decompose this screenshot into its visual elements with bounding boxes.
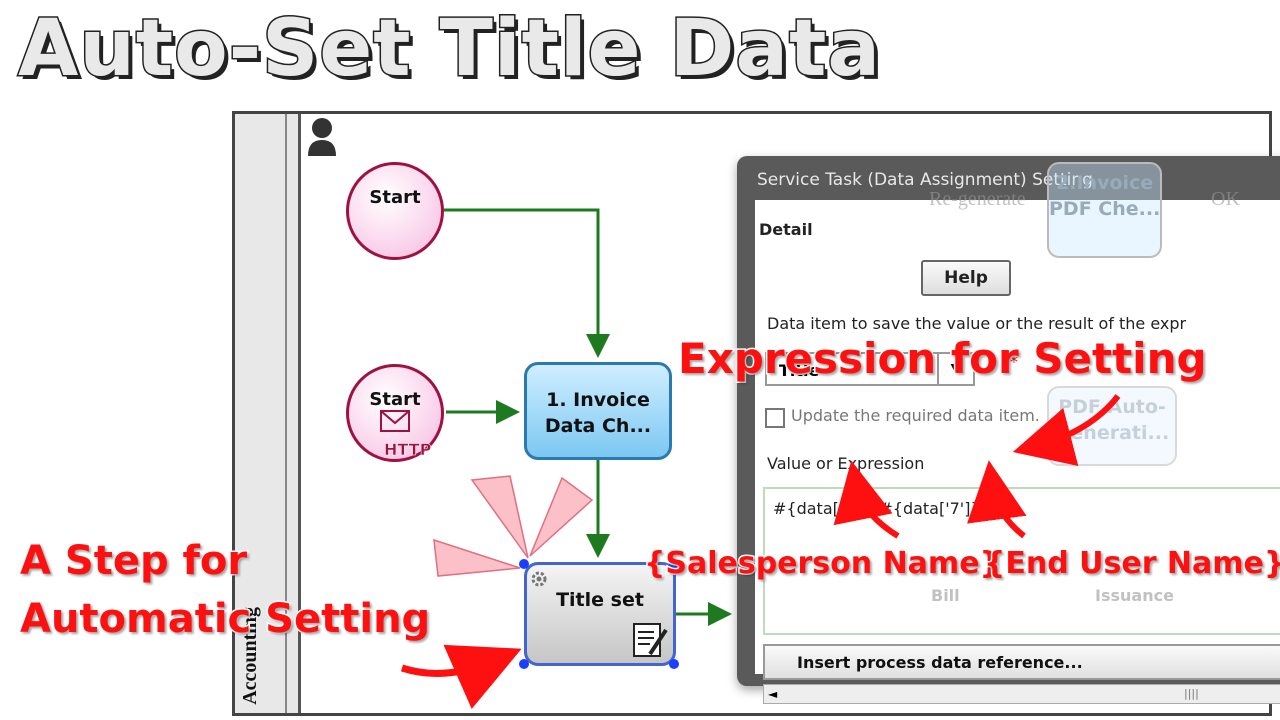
task1-line1: 1. Invoice [546, 389, 650, 411]
scroll-grip[interactable]: |||| [1184, 687, 1199, 700]
help-button[interactable]: Help [921, 260, 1011, 296]
http-label: HTTP [384, 440, 432, 460]
ghost-regenerate: Re-generate [929, 188, 1026, 210]
arrow-to-step [400, 644, 522, 709]
data-item-label: Data item to save the value or the resul… [767, 314, 1187, 333]
task2-label: Title set [556, 589, 644, 611]
arrow-to-end-user [967, 460, 1027, 539]
ghost-invoice2-line1: 2.Invoice [1056, 172, 1154, 194]
swimlane-header: Accounting [235, 114, 301, 713]
expression-annotation: Expression for Setting [677, 333, 1209, 385]
invoice-data-check-task[interactable]: 1. Invoice Data Ch... [524, 362, 672, 460]
envelope-icon [380, 410, 410, 432]
ghost-invoice2-line2: PDF Che... [1049, 198, 1161, 220]
page-headline: Auto-Set Title Data [17, 3, 882, 96]
flow-start1-to-task1 [444, 208, 610, 358]
required-mark: * [1010, 352, 1018, 371]
attention-rays [433, 475, 594, 577]
selection-handle-br[interactable] [669, 659, 679, 669]
gear-icon [531, 571, 547, 587]
task1-line2: Data Ch... [544, 415, 652, 437]
ghost-issuance: Issuance [1095, 586, 1174, 605]
user-icon [308, 118, 336, 156]
horizontal-scrollbar[interactable]: ◄ |||| [763, 684, 1280, 704]
step-annotation-line2: Automatic Setting [18, 595, 431, 644]
salesperson-annotation: {Salesperson Name} [643, 545, 1003, 583]
arrow-to-expression [1012, 394, 1121, 466]
edit-document-icon [633, 623, 668, 657]
http-start-event[interactable]: Start [346, 364, 444, 462]
dialog-title: Service Task (Data Assignment) Setting [757, 170, 1093, 190]
ghost-ok: OK [1211, 188, 1240, 210]
selection-handle-bl[interactable] [519, 659, 529, 669]
start-event-label: Start [369, 187, 421, 208]
selection-handle-tr[interactable] [669, 559, 679, 569]
insert-process-data-button[interactable]: Insert process data reference... [763, 644, 1280, 680]
dropdown-arrow-icon[interactable]: ▼ [937, 354, 973, 384]
end-user-annotation: {End User Name} [982, 545, 1280, 583]
start-event[interactable]: Start [346, 162, 444, 260]
http-start-label: Start [369, 389, 421, 410]
selection-handle-tl[interactable] [519, 559, 529, 569]
swimlane-header-inner [241, 114, 287, 713]
step-annotation-line1: A Step for [18, 537, 248, 586]
ghost-bill: Bill [931, 586, 960, 605]
data-item-selected: Title [779, 361, 820, 380]
arrow-to-salesperson [833, 460, 900, 539]
update-checkbox[interactable] [765, 408, 785, 428]
scroll-left-icon[interactable]: ◄ [768, 687, 778, 701]
data-item-select[interactable]: Title ▼ [765, 352, 975, 386]
step-annotation: A Step for Automatic Setting [18, 532, 431, 648]
update-checkbox-label: Update the required data item. [791, 406, 1040, 425]
detail-label: Detail [759, 220, 813, 239]
ghost-invoice2-task: 2.Invoice PDF Che... [1047, 162, 1163, 258]
